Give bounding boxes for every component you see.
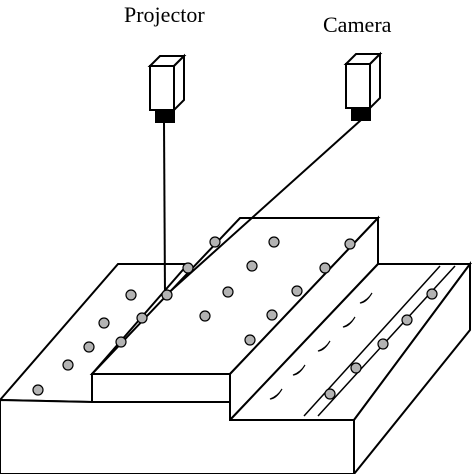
marker-dot [199,310,211,322]
marker-dot [246,260,258,272]
marker-dot [377,338,389,350]
projector-beam [163,121,166,297]
marker-dot [62,359,74,371]
projector-label: Projector [124,2,205,27]
crescent-marker [359,292,373,304]
marker-dot [244,334,256,346]
marker-dot [324,388,336,400]
marker-dot [291,285,303,297]
marker-dot [350,362,362,374]
marker-dot [401,314,413,326]
marker-dot [344,238,356,250]
crescent-marker [342,316,356,328]
crescent-marker [292,364,306,376]
left-step-riser [91,373,231,403]
projector-icon [147,53,187,123]
crescent-marker [317,340,331,352]
camera-icon [343,51,383,121]
crescent-marker [269,388,283,400]
marker-dot [125,289,137,301]
marker-dot [266,309,278,321]
camera-label: Camera [323,12,392,37]
marker-dot [98,317,110,329]
marker-dot [83,341,95,353]
camera-sightline [164,119,362,297]
marker-dot [136,312,148,324]
marker-dot [182,262,194,274]
marker-dot [32,384,44,396]
marker-dot [268,236,280,248]
marker-dot [222,286,234,298]
marker-dot [115,336,127,348]
base-front-face [0,398,355,474]
marker-dot [426,288,438,300]
marker-dot [161,289,173,301]
marker-dot [209,236,221,248]
marker-dot [319,262,331,274]
base-right-face [353,260,471,474]
